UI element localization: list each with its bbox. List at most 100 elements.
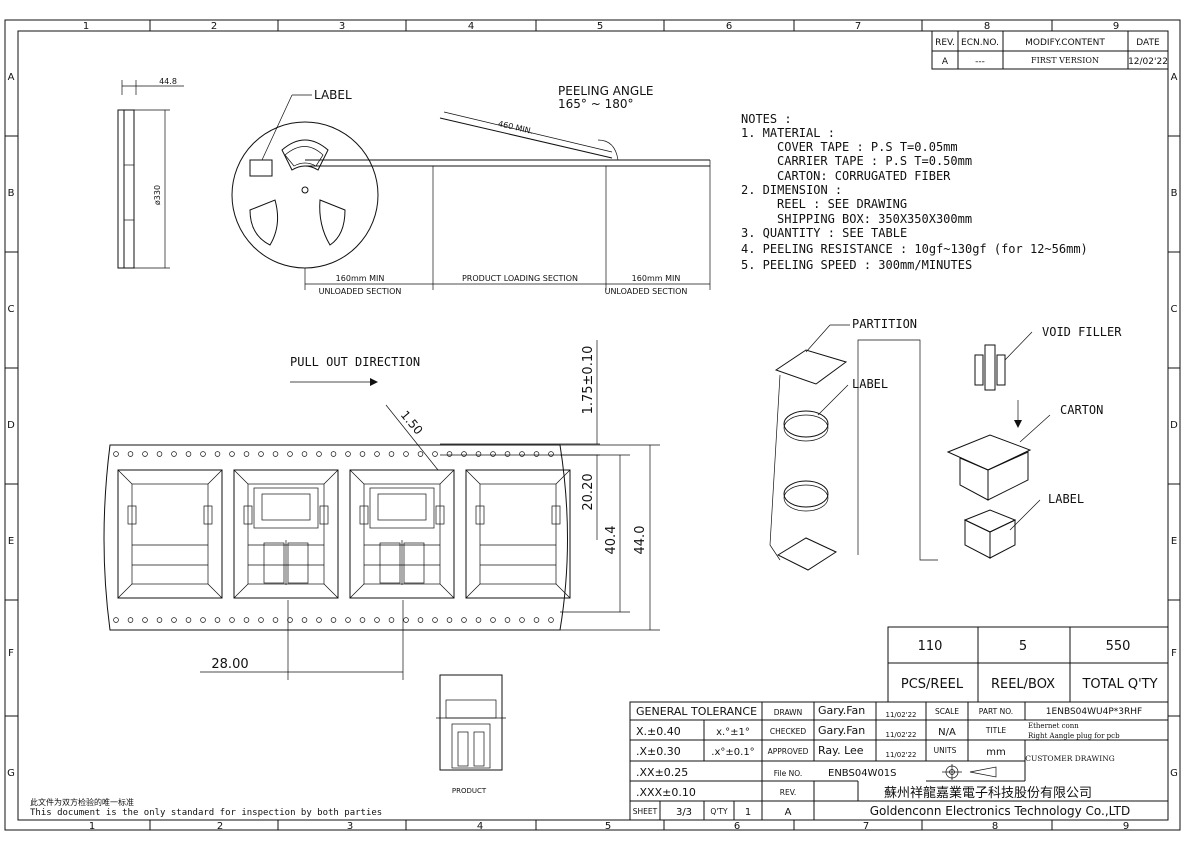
sprocket-hole <box>359 451 366 457</box>
col-label: 8 <box>992 821 998 832</box>
row-label: D <box>1170 420 1178 431</box>
note-line: COVER TAPE : P.S T=0.05mm <box>777 140 958 154</box>
pull-out-direction: PULL OUT DIRECTION <box>290 355 420 369</box>
sprocket-hole <box>142 617 148 623</box>
col-label: 6 <box>726 21 732 32</box>
tol-x3: .XXX±0.10 <box>636 786 696 799</box>
row-label: A <box>1171 72 1178 83</box>
col-label: 5 <box>597 21 603 32</box>
ecn-header: ECN.NO. <box>961 38 999 48</box>
quantity-table: 110 5 550 PCS/REEL REEL/BOX TOTAL Q'TY <box>887 626 1169 703</box>
ecn-value: --- <box>975 57 985 67</box>
sprocket-hole <box>156 617 163 623</box>
pocket-inner <box>131 483 209 585</box>
peel-min-length: 460 MIN. <box>497 119 534 136</box>
revision-table: REV. ECN.NO. MODIFY.CONTENT DATE A --- F… <box>931 30 1169 70</box>
sprocket-hole <box>504 617 511 623</box>
reel-box-value: 5 <box>1019 639 1027 654</box>
file-no-label: File NO. <box>774 769 803 778</box>
scale-value: N/A <box>938 727 956 738</box>
sprocket-hole <box>316 451 322 457</box>
pocket-edge <box>323 469 339 485</box>
product-face <box>377 493 427 521</box>
pocket-edge <box>439 583 455 599</box>
col-label: 1 <box>83 21 89 32</box>
sprocket-holes-bottom <box>113 617 554 623</box>
sprocket-hole <box>374 451 380 457</box>
sprocket-hole <box>214 617 221 623</box>
file-no-value: ENBS04W01S <box>828 768 897 779</box>
dim-28-00: 28.00 <box>211 657 248 672</box>
sprocket-holes-top <box>113 451 554 457</box>
checked-date: 11/02'22 <box>885 731 916 739</box>
rev-header: REV. <box>935 38 955 48</box>
note-line: CARTON: CORRUGATED FIBER <box>777 169 951 183</box>
rev-value: A <box>785 807 792 818</box>
pocket <box>117 469 223 599</box>
drawn-by: Gary.Fan <box>818 704 865 717</box>
rev-value: A <box>942 57 949 67</box>
reel-label-callout: LABEL <box>314 88 352 102</box>
pocket <box>465 469 571 599</box>
customer-drawing: CUSTOMER DRAWING <box>1025 754 1115 763</box>
column-labels-bottom: 1 2 3 4 5 6 7 8 9 <box>89 821 1129 832</box>
sprocket-hole <box>243 617 250 623</box>
approved-date: 11/02'22 <box>885 751 916 759</box>
general-tolerance-label: GENERAL TOLERANCE <box>636 705 757 718</box>
product-contact <box>287 542 309 584</box>
sprocket-hole <box>548 451 554 457</box>
sprocket-hole <box>490 617 496 623</box>
pocket-edge <box>349 583 365 599</box>
sprocket-hole <box>519 617 525 623</box>
ang-tol: x.°±1° <box>716 727 750 738</box>
sprocket-hole <box>113 451 119 457</box>
part-no-label: PART NO. <box>979 707 1013 716</box>
col-label: 8 <box>984 21 990 32</box>
sprocket-hole <box>200 617 206 623</box>
col-label: 3 <box>347 821 353 832</box>
sheet-value: 3/3 <box>676 807 692 818</box>
row-label: B <box>8 188 15 199</box>
pocket-edge <box>207 469 223 485</box>
pocket-tab <box>359 505 369 525</box>
sprocket-hole <box>461 451 467 457</box>
qty-label: Q'TY <box>710 807 728 816</box>
footer-en: This document is the only standard for i… <box>30 808 382 818</box>
void-filler-label: VOID FILLER <box>1042 325 1122 339</box>
note-line: CARRIER TAPE : P.S T=0.50mm <box>777 154 972 168</box>
product-view: PRODUCT <box>436 674 506 795</box>
peeling-angle-range: 165° ~ 180° <box>558 97 634 111</box>
sprocket-hole <box>475 617 482 623</box>
sprocket-hole <box>432 451 438 457</box>
tol-x1: .X±0.30 <box>636 745 681 758</box>
sprocket-hole <box>446 451 453 457</box>
pocket-edge <box>233 583 249 599</box>
pocket-tab <box>319 505 329 525</box>
product-body <box>253 487 319 529</box>
note-line: SHIPPING BOX: 350X350X300mm <box>777 212 972 226</box>
dim-40-4: 40.4 <box>604 526 619 555</box>
pocket-edge <box>555 469 571 485</box>
sprocket-hole <box>287 617 293 623</box>
section1-name: UNLOADED SECTION <box>319 287 402 296</box>
pocket-edge <box>439 469 455 485</box>
tol-x: X.±0.40 <box>636 725 681 738</box>
pocket-inner <box>479 483 557 585</box>
pocket-edge <box>555 583 571 599</box>
col-label: 9 <box>1123 821 1129 832</box>
sprocket-hole <box>504 451 511 457</box>
col-label: 4 <box>477 821 483 832</box>
row-label: D <box>7 420 15 431</box>
sprocket-hole <box>345 617 351 623</box>
sprocket-hole <box>533 451 540 457</box>
reel-side-view: 44.8 ø330 <box>117 77 184 269</box>
sprocket-hole <box>519 451 525 457</box>
dim-44-0: 44.0 <box>633 526 648 555</box>
note-line: 1. MATERIAL : <box>741 126 835 140</box>
col-label: 3 <box>339 21 345 32</box>
approved-by: Ray. Lee <box>818 744 864 757</box>
dim-20-20: 20.20 <box>581 473 596 510</box>
company-cn: 蘇州祥龍嘉業電子科技股份有限公司 <box>884 785 1092 801</box>
pocket-outline <box>349 469 455 599</box>
row-label: E <box>1171 536 1177 547</box>
